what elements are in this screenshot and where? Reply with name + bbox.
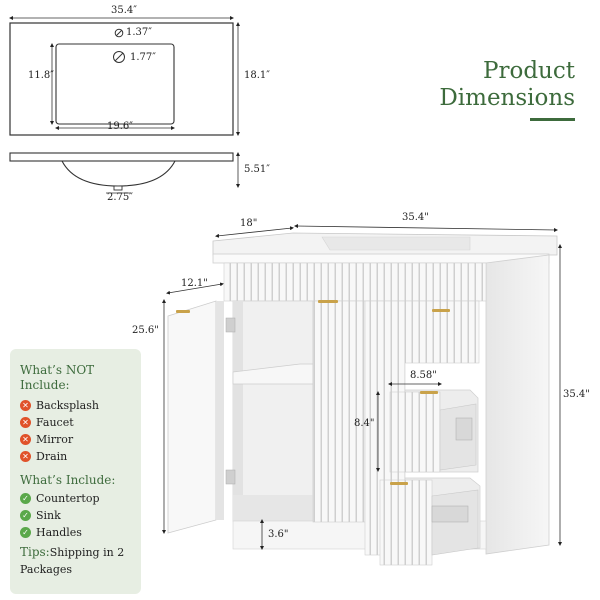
not-included-item: ✕ Mirror	[20, 433, 73, 446]
drain-width-label: 2.75″	[107, 192, 134, 203]
x-icon: ✕	[20, 434, 31, 445]
door-depth-label: 12.1"	[181, 278, 208, 289]
cabinet-depth-label: 18"	[240, 218, 258, 229]
not-included-label: Drain	[36, 450, 68, 463]
side-view-drawing	[9, 152, 240, 194]
included-item: ✓ Sink	[20, 509, 61, 522]
not-included-item: ✕ Backsplash	[20, 399, 99, 412]
tips-text: Tips:Shipping in 2 Packages	[20, 544, 146, 578]
not-included-item: ✕ Drain	[20, 450, 67, 463]
tips-label: Tips:	[20, 545, 50, 559]
door-height-label: 25.6"	[132, 325, 159, 336]
vanity-cabinet-drawing	[162, 224, 562, 566]
x-icon: ✕	[20, 451, 31, 462]
x-icon: ✕	[20, 417, 31, 428]
hole2-label: 1.77″	[130, 52, 157, 63]
included-item: ✓ Handles	[20, 526, 82, 539]
cabinet-width-label: 35.4"	[402, 212, 429, 223]
included-item: ✓ Countertop	[20, 492, 99, 505]
inclusion-panel: What’s NOT Include: ✕ Backsplash ✕ Fauce…	[10, 349, 141, 594]
not-included-label: Backsplash	[36, 399, 99, 412]
toe-kick-label: 3.6"	[268, 529, 289, 540]
top-view-drawing	[9, 16, 240, 136]
included-label: Countertop	[36, 492, 100, 505]
title-line-1: Product	[483, 58, 575, 84]
x-icon: ✕	[20, 400, 31, 411]
total-height-label: 35.4"	[563, 389, 590, 400]
tips-body: Shipping in 2 Packages	[20, 546, 125, 576]
included-heading: What’s Include:	[20, 473, 116, 487]
page-title: Product Dimensions	[439, 58, 575, 112]
not-included-item: ✕ Faucet	[20, 416, 74, 429]
not-included-label: Faucet	[36, 416, 74, 429]
check-icon: ✓	[20, 510, 31, 521]
side-height-label: 5.51″	[244, 164, 271, 175]
bowl-depth-label: 11.8″	[28, 70, 55, 81]
bowl-width-label: 19.6″	[107, 121, 134, 132]
hole1-label: 1.37″	[126, 27, 153, 38]
drawer-width-label: 8.58"	[410, 370, 437, 381]
title-underline	[530, 118, 575, 121]
top-width-label: 35.4″	[111, 5, 138, 16]
top-depth-label: 18.1″	[244, 70, 271, 81]
title-line-2: Dimensions	[439, 85, 575, 111]
not-included-heading: What’s NOT Include:	[20, 363, 95, 392]
drawer-height-label: 8.4"	[354, 418, 375, 429]
not-included-label: Mirror	[36, 433, 74, 446]
check-icon: ✓	[20, 493, 31, 504]
included-label: Sink	[36, 509, 61, 522]
included-label: Handles	[36, 526, 82, 539]
check-icon: ✓	[20, 527, 31, 538]
